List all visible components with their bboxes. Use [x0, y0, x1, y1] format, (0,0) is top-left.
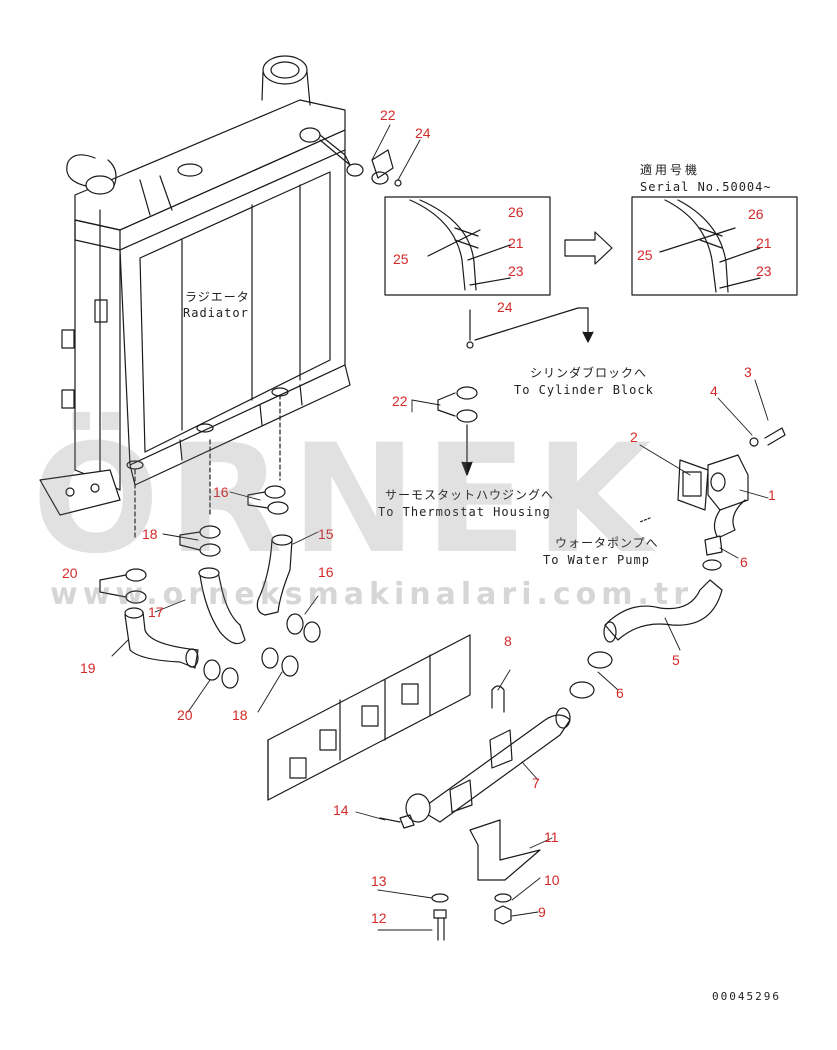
callout: 7 [532, 775, 540, 791]
callout: 16 [213, 484, 229, 500]
callout: 2 [630, 429, 638, 445]
callout: 17 [148, 604, 164, 620]
callout: 3 [744, 364, 752, 380]
callout: 22 [392, 393, 408, 409]
callout: 26 [748, 206, 764, 222]
callout: 24 [415, 125, 431, 141]
callout: 15 [318, 526, 334, 542]
leader-lines [111, 124, 769, 931]
watermark-url: www.orneksmakinalari.com.tr [50, 577, 694, 612]
pump-label-jp: ウォータポンプへ [555, 536, 659, 550]
callout: 26 [508, 204, 524, 220]
radiator-assembly [39, 55, 351, 541]
callout: 8 [504, 633, 512, 649]
callout: 5 [672, 652, 680, 668]
callout: 9 [538, 904, 546, 920]
cylinder-block-line [466, 307, 594, 349]
lower-hoses [99, 485, 321, 689]
thermostat-label-jp: サーモスタットハウジングへ [385, 488, 555, 502]
serial-label-en: Serial No.50004~ [640, 180, 772, 194]
drawing-number: 00045296 [712, 990, 781, 1003]
serial-label-jp: 適用号機 [640, 163, 701, 177]
callout: 14 [333, 802, 349, 818]
mounting-frame [267, 634, 571, 941]
callout: 11 [544, 829, 559, 845]
callout: 23 [756, 263, 772, 279]
clamp-pair-22 [437, 386, 478, 476]
vent-hose-group [319, 139, 402, 187]
thermostat-label-en: To Thermostat Housing [378, 505, 551, 519]
callout: 6 [616, 685, 624, 701]
callout: 22 [380, 107, 396, 123]
callout: 10 [544, 872, 560, 888]
pump-label-en: To Water Pump [543, 553, 650, 567]
hose-5 [604, 579, 723, 641]
elbow-connector [639, 427, 786, 539]
callout: 20 [177, 707, 193, 723]
callout: 21 [756, 235, 772, 251]
callout: 1 [768, 487, 776, 503]
callout: 19 [80, 660, 96, 676]
clamp-6-lower [569, 651, 613, 699]
callout: 25 [637, 247, 653, 263]
radiator-label-jp: ラジエータ [185, 290, 250, 304]
callout: 20 [62, 565, 78, 581]
callout: 12 [371, 910, 387, 926]
watermark-brand: ÖRNEK [32, 413, 660, 587]
callout: 6 [740, 554, 748, 570]
callout: 13 [371, 873, 387, 889]
callout: 16 [318, 564, 334, 580]
clamp-6-upper [702, 535, 723, 571]
callout: 25 [393, 251, 409, 267]
arrow-to-detail [564, 231, 613, 265]
callout: 24 [497, 299, 513, 315]
callout: 4 [710, 383, 718, 399]
callout: 23 [508, 263, 524, 279]
callout: 18 [142, 526, 158, 542]
cylinder-label-jp: シリンダブロックへ [530, 366, 648, 380]
callout: 21 [508, 235, 524, 251]
callout: 18 [232, 707, 248, 723]
detail-box-1 [384, 196, 551, 296]
detail-box-2 [631, 196, 798, 296]
radiator-label-en: Radiator [183, 306, 249, 320]
cylinder-label-en: To Cylinder Block [514, 383, 654, 397]
